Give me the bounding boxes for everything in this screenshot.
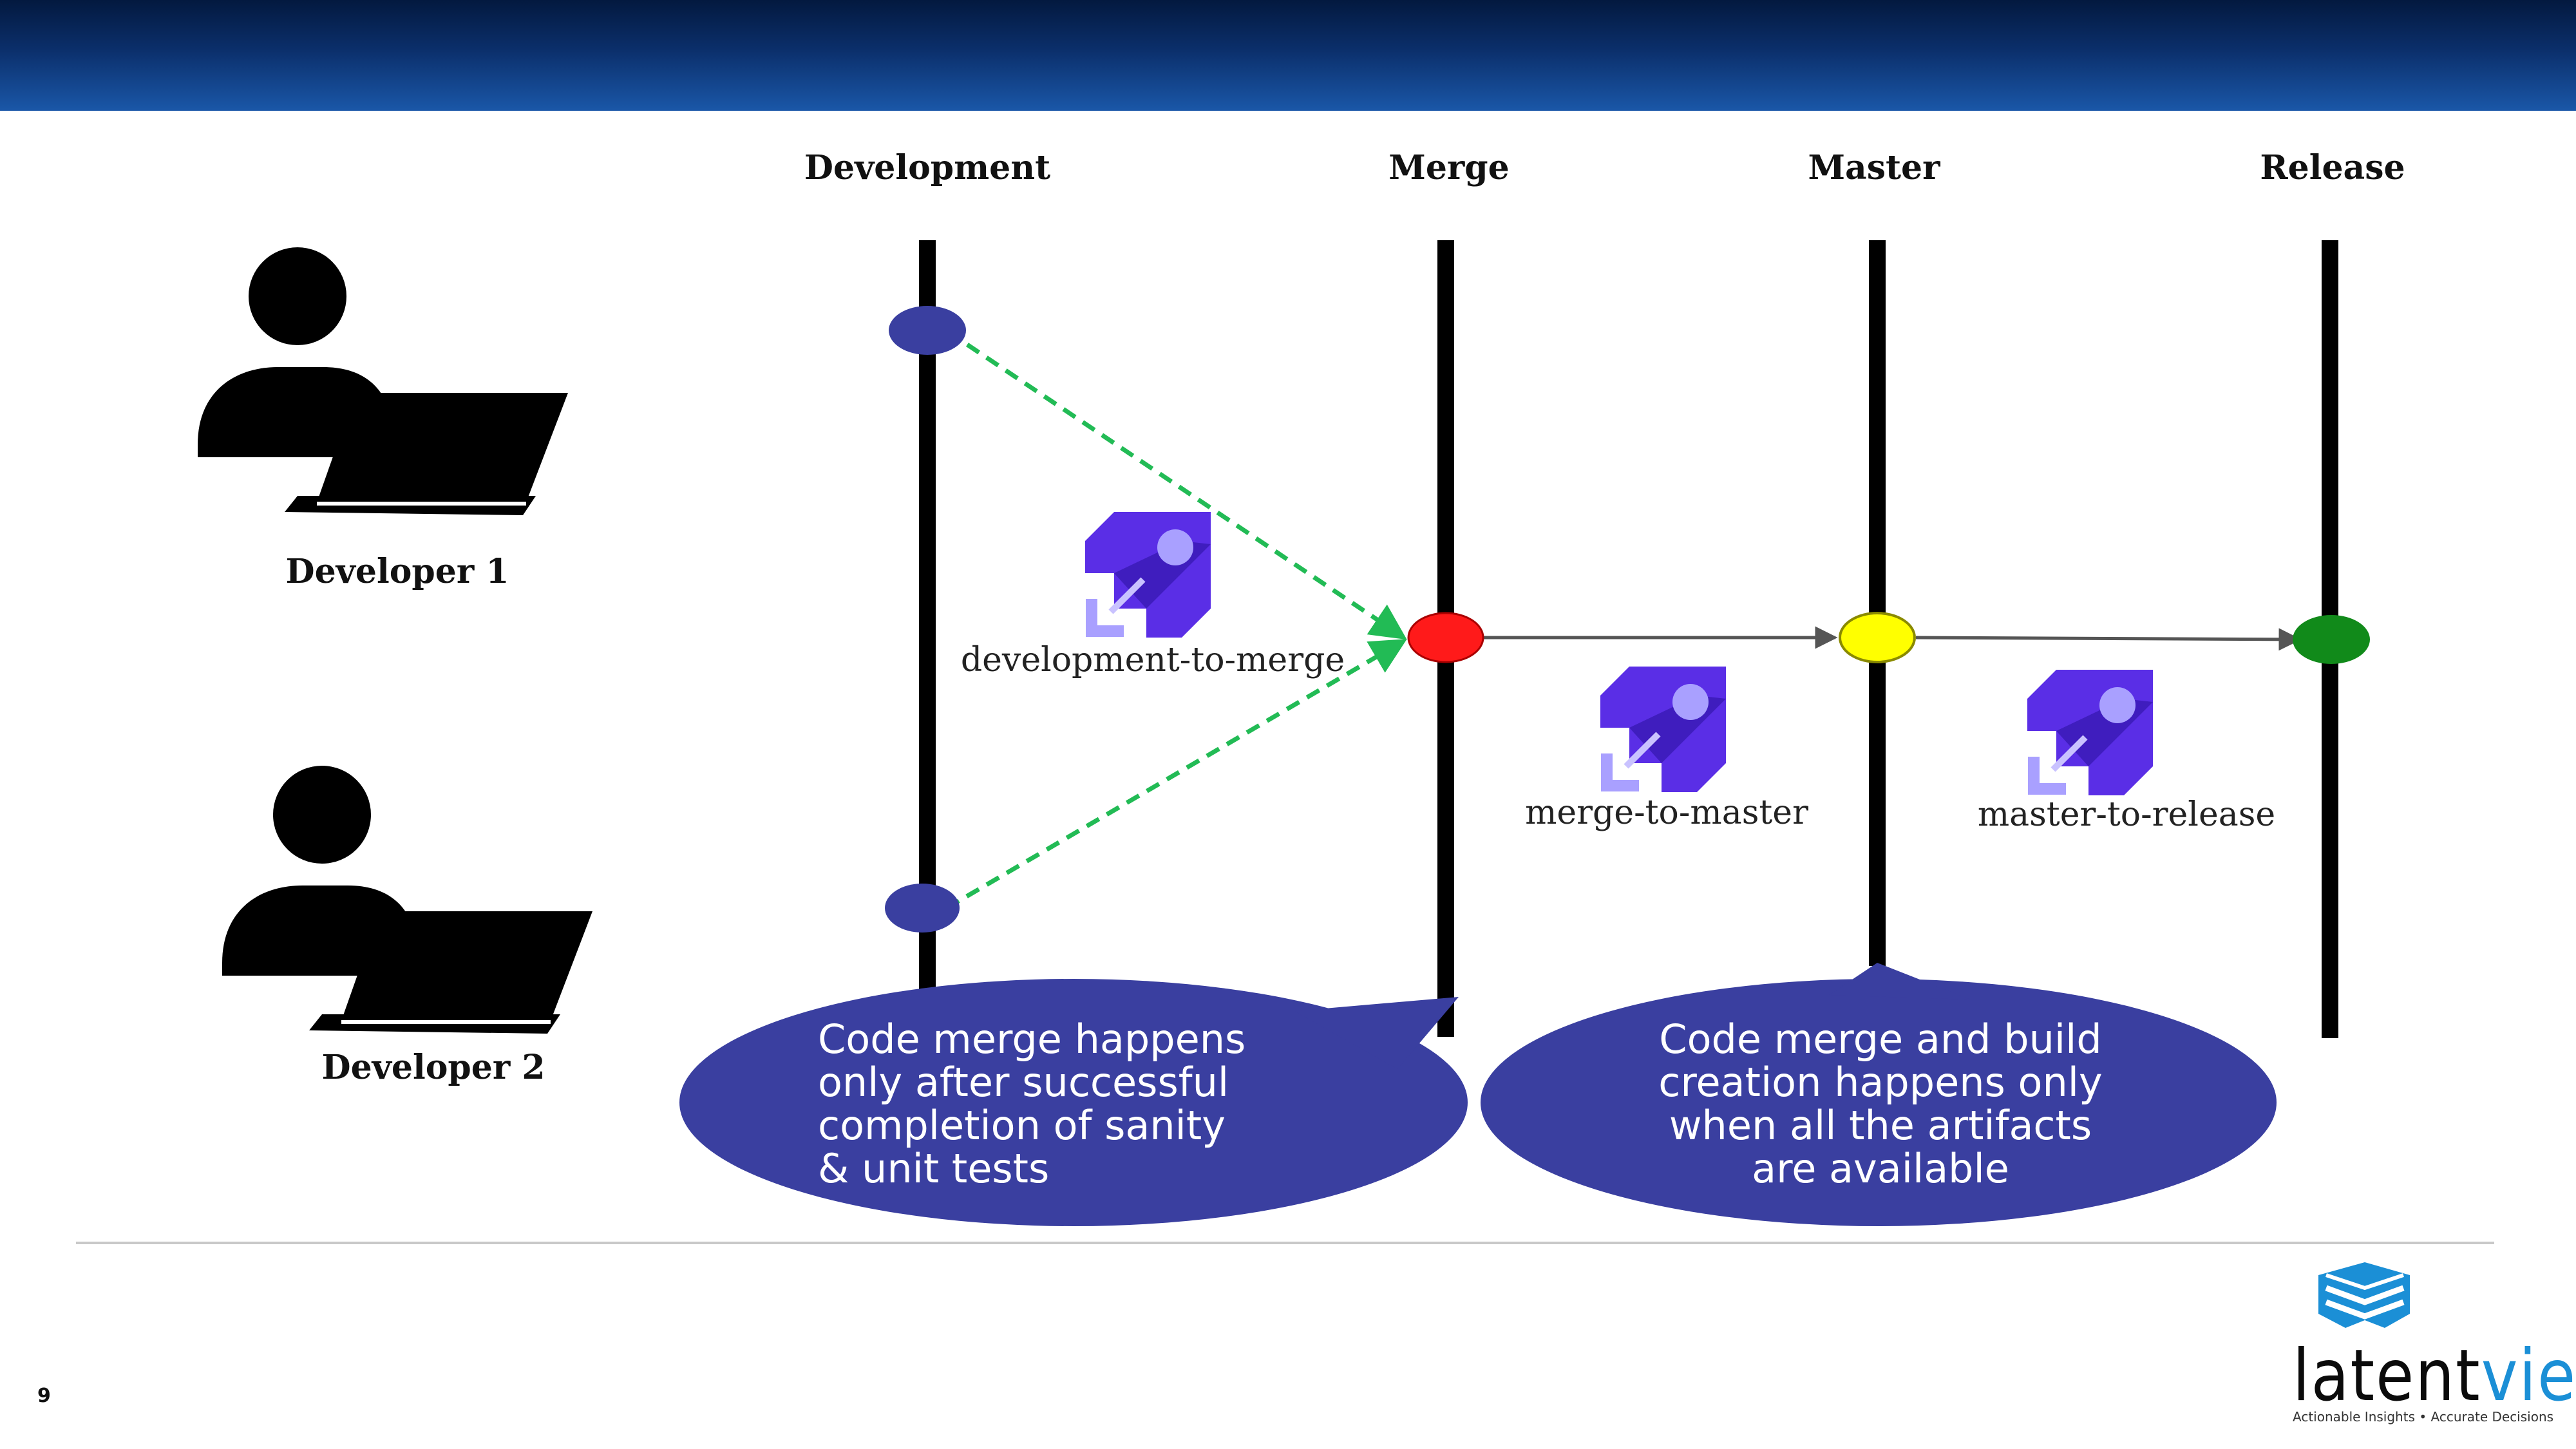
footer-divider (76, 1242, 2494, 1244)
column-label-master: Master (1808, 148, 1940, 187)
callout-left-line: & unit tests (818, 1145, 1050, 1192)
column-label-merge: Merge (1388, 148, 1510, 187)
page-number: 9 (37, 1385, 51, 1407)
merge-node (1407, 612, 1484, 663)
logo-mark (2318, 1262, 2410, 1328)
pipeline-label-master-to-release: master-to-release (1977, 795, 2276, 834)
callout-right-line: when all the artifacts (1669, 1102, 2092, 1149)
release-node (2293, 615, 2370, 664)
pipeline-label-development-to-merge: development-to-merge (960, 641, 1345, 679)
logo-wordmark: latentview (2293, 1334, 2576, 1417)
developer-1-commit-node (889, 306, 966, 355)
rocket-pipeline-icon (1600, 667, 1726, 792)
pipeline-label-merge-to-master: merge-to-master (1525, 793, 1808, 832)
callout-left-line: only after successful (818, 1059, 1229, 1106)
column-label-release: Release (2260, 148, 2405, 187)
header-bar (0, 0, 2576, 111)
developer-1-icon (198, 247, 568, 515)
logo-word-accent: view (2481, 1334, 2576, 1417)
callout-left-line: completion of sanity (818, 1102, 1226, 1149)
master-node (1839, 612, 1916, 663)
callout-right-line: creation happens only (1658, 1059, 2103, 1106)
latentview-logo: latentview Actionable Insights • Accurat… (2293, 1256, 2576, 1430)
callout-left-line: Code merge happens (818, 1016, 1246, 1063)
callout-left-text: Code merge happens only after successful… (818, 1018, 1245, 1190)
column-label-development: Development (804, 148, 1051, 187)
master-to-release-arrow (1915, 628, 2302, 651)
rocket-pipeline-icon (2027, 670, 2153, 795)
developer-2-icon (222, 766, 592, 1034)
callout-right-line: are available (1752, 1145, 2009, 1192)
callout-left (679, 979, 1468, 1226)
developer-2-commit-arrow (945, 638, 1407, 911)
callout-right-line: Code merge and build (1659, 1016, 2102, 1063)
developer-1-label: Developer 1 (285, 552, 509, 591)
logo-tagline: Actionable Insights • Accurate Decisions (2293, 1409, 2554, 1425)
logo-word-main: latent (2293, 1334, 2481, 1417)
callout-right (1481, 963, 2277, 1226)
developer-2-label: Developer 2 (321, 1048, 545, 1087)
developer-2-commit-node (885, 884, 960, 933)
rocket-pipeline-icon (1085, 512, 1211, 638)
callout-right-text: Code merge and build creation happens on… (1658, 1018, 2102, 1190)
